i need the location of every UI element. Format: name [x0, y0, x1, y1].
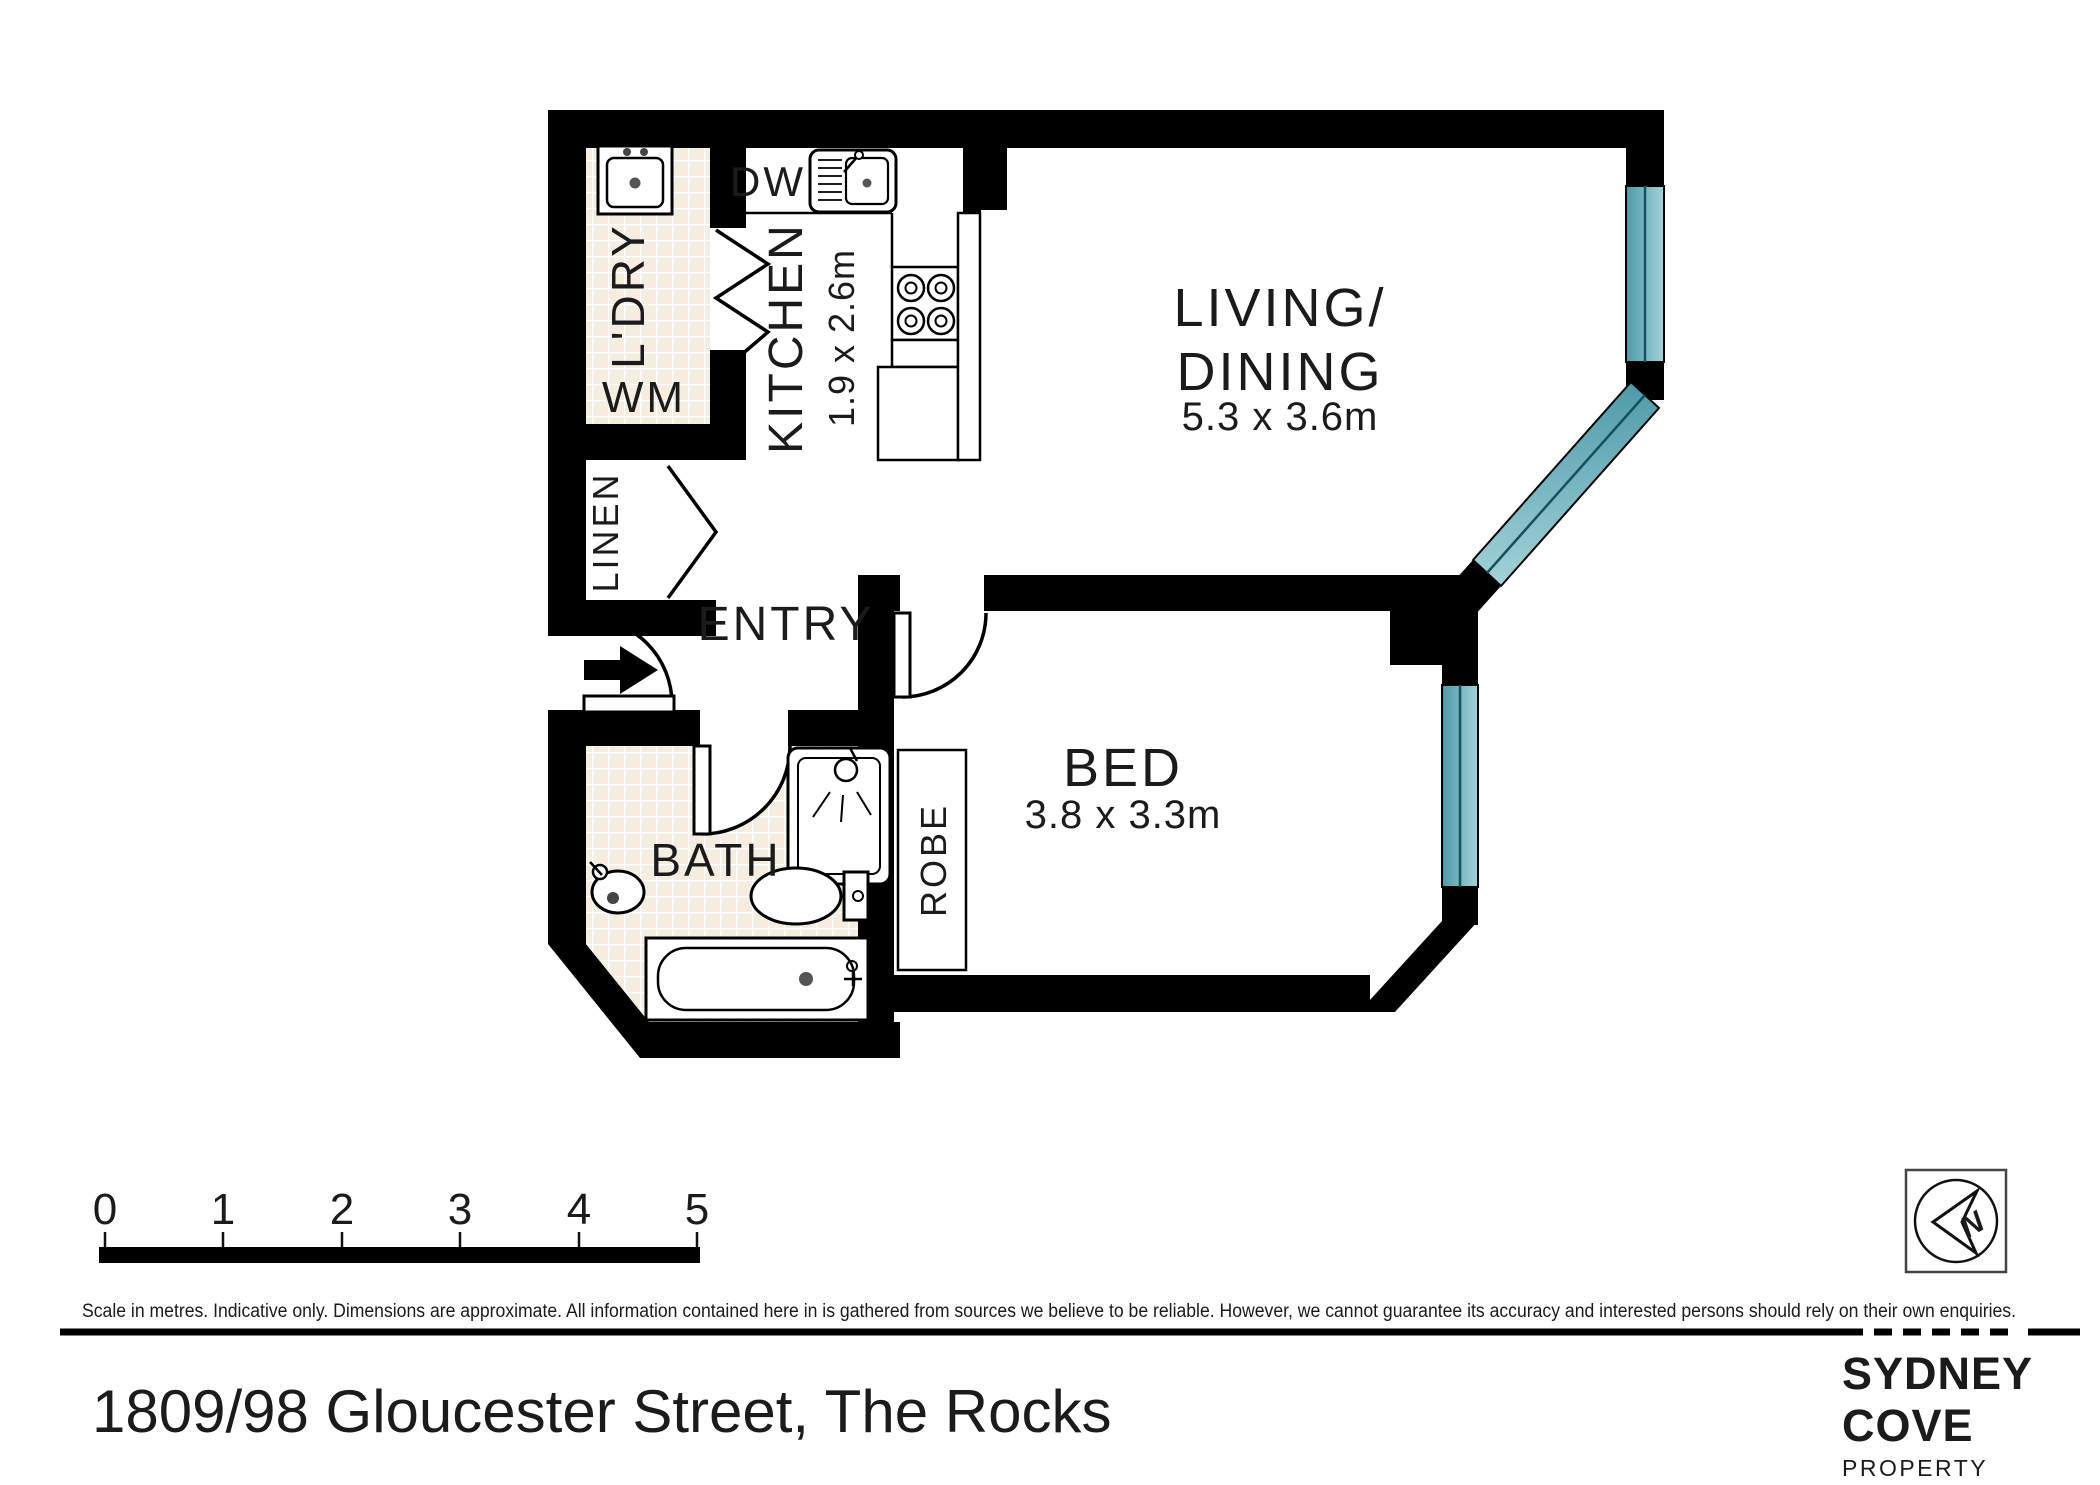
- window-living-right-icon: [1625, 185, 1665, 363]
- entry-arrow-icon: [584, 646, 658, 694]
- scale-bar: 0 1 2 3 4 5 Scale in metres. Indicative …: [60, 1185, 2080, 1336]
- scale-number-0: 0: [93, 1185, 117, 1234]
- kitchen-fixtures: [746, 148, 982, 462]
- wall-laundry-bottom: [548, 424, 746, 460]
- entry-door-arc-icon: [585, 616, 674, 705]
- wall-laundry-right-top: [710, 148, 746, 228]
- laundry-bifold-door-icon: [712, 228, 772, 358]
- compass-icon: N: [1904, 1168, 2008, 1274]
- washing-machine-label: WM: [602, 373, 686, 422]
- scale-bar-rule: [99, 1247, 700, 1263]
- wall-bed-chamfer: [1359, 921, 1478, 1012]
- bath-door-swing: [702, 746, 790, 834]
- living-dimensions: 5.3 x 3.6m: [1182, 395, 1379, 439]
- agency-logo: N SYDNEY COVE PROPERTY: [1842, 1168, 2033, 1481]
- kitchen-sink-icon: [808, 148, 898, 214]
- laundry-room: [586, 144, 772, 424]
- wall-bed-bottom: [894, 975, 1370, 1012]
- robe-closet: [896, 748, 968, 972]
- laundry-tub-icon: [596, 144, 674, 216]
- entry-label: ENTRY: [698, 598, 875, 651]
- wall-kitchen-stub: [963, 148, 1007, 210]
- wall-top: [548, 110, 1664, 148]
- windows: [1441, 185, 1665, 888]
- wall-bed-right-bottom: [1442, 887, 1478, 925]
- wall-bed-top-b: [984, 575, 1460, 611]
- disclaimer-text: Scale in metres. Indicative only. Dimens…: [82, 1301, 2016, 1322]
- window-living-diagonal-icon: [1471, 380, 1661, 588]
- dishwasher-label: DW: [730, 158, 806, 205]
- entry-area: [582, 616, 676, 714]
- robe-label: ROBE: [913, 803, 954, 917]
- wall-living-right-top: [1626, 148, 1664, 186]
- stove-icon: [890, 265, 960, 342]
- laundry-label: L'DRY: [602, 223, 654, 369]
- bath-door-leaf-icon: [692, 744, 712, 836]
- walls: [548, 110, 1664, 1058]
- wall-left-upper: [548, 110, 586, 424]
- toilet-icon: [749, 866, 870, 926]
- scale-ticks: [103, 1232, 699, 1247]
- linen-label: LINEN: [585, 471, 626, 592]
- address-title: 1809/98 Gloucester Street, The Rocks: [92, 1378, 1111, 1445]
- scale-number-4: 4: [567, 1185, 591, 1234]
- room-labels: L'DRY WM DW KITCHEN 1.9 x 2.6m LIVING/ D…: [585, 158, 1386, 917]
- living-label-line2: DINING: [1177, 342, 1384, 402]
- wall-bath-bottom: [640, 1022, 900, 1058]
- bed-label: BED: [1063, 738, 1183, 798]
- logo-line2: COVE: [1842, 1400, 1974, 1451]
- bathtub-icon: [644, 936, 870, 1022]
- wall-bath-left: [548, 710, 586, 944]
- bed-room: [892, 611, 988, 972]
- entry-door-leaf-icon: [582, 694, 676, 714]
- bath-label: BATH: [650, 834, 781, 886]
- kitchen-dimensions: 1.9 x 2.6m: [821, 249, 862, 427]
- bed-door-leaf-icon: [892, 611, 912, 699]
- logo-line3: PROPERTY: [1842, 1455, 1988, 1481]
- basin-icon: [589, 861, 646, 915]
- scale-number-3: 3: [448, 1185, 472, 1234]
- linen-door-icon: [666, 464, 719, 600]
- living-label-line1: LIVING/: [1173, 278, 1386, 338]
- scale-number-5: 5: [685, 1185, 709, 1234]
- bath-room: [586, 744, 892, 1022]
- scale-number-1: 1: [211, 1185, 235, 1234]
- bed-dimensions: 3.8 x 3.3m: [1025, 793, 1222, 837]
- wall-bed-right-top: [1442, 611, 1478, 685]
- kitchen-label: KITCHEN: [760, 222, 813, 454]
- scale-number-2: 2: [330, 1185, 354, 1234]
- fridge-icon: [876, 365, 960, 462]
- scale-numbers: 0 1 2 3 4 5: [93, 1185, 709, 1234]
- logo-line1: SYDNEY: [1842, 1348, 2033, 1399]
- window-bed-icon: [1441, 684, 1479, 888]
- bed-door-arc-icon: [901, 612, 988, 699]
- kitchen-bench-icon: [890, 338, 960, 369]
- wall-bed-top-a: [858, 575, 900, 611]
- kitchen-counter-return: [956, 211, 982, 462]
- shower-icon: [786, 746, 892, 886]
